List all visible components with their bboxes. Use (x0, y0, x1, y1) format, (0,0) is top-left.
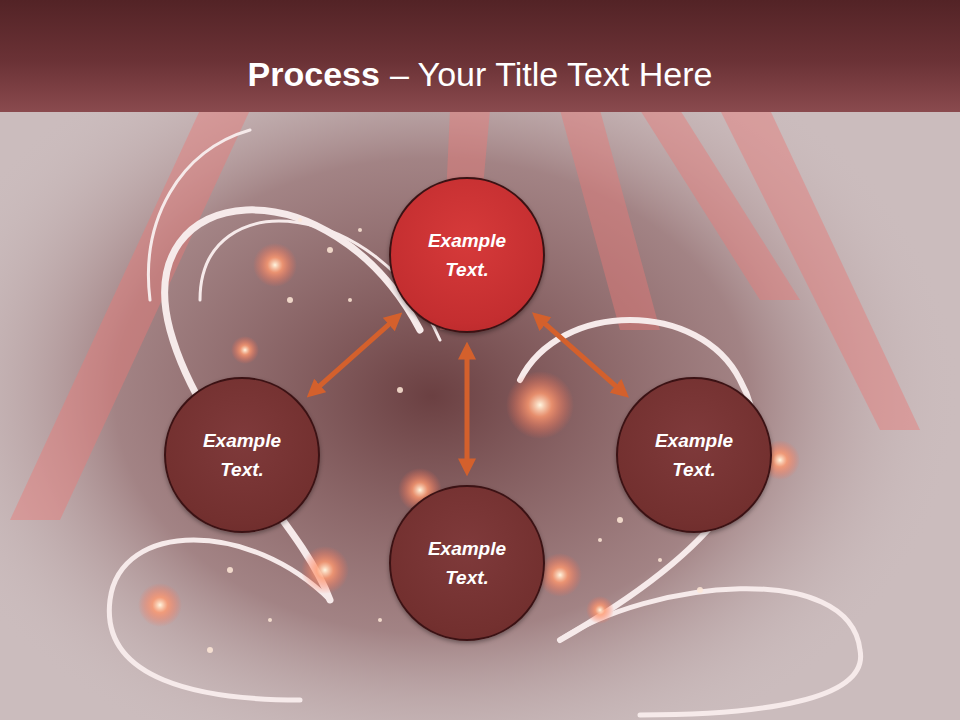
process-circle: Example Text. (389, 177, 545, 333)
title-line: Process – Your Title Text Here (0, 50, 960, 98)
double-arrow (311, 316, 398, 394)
node-text: Example Text. (646, 426, 742, 484)
title-text: Process (248, 55, 380, 93)
subtitle-text: – Your Title Text Here (390, 55, 713, 93)
process-circle: Example Text. (164, 377, 320, 533)
process-circle: Example Text. (616, 377, 772, 533)
node-text: Example Text. (419, 534, 515, 592)
double-arrow (536, 316, 625, 394)
node-text: Example Text. (194, 426, 290, 484)
process-circle: Example Text. (389, 485, 545, 641)
double-arrow (465, 347, 470, 471)
node-text: Example Text. (419, 226, 515, 284)
